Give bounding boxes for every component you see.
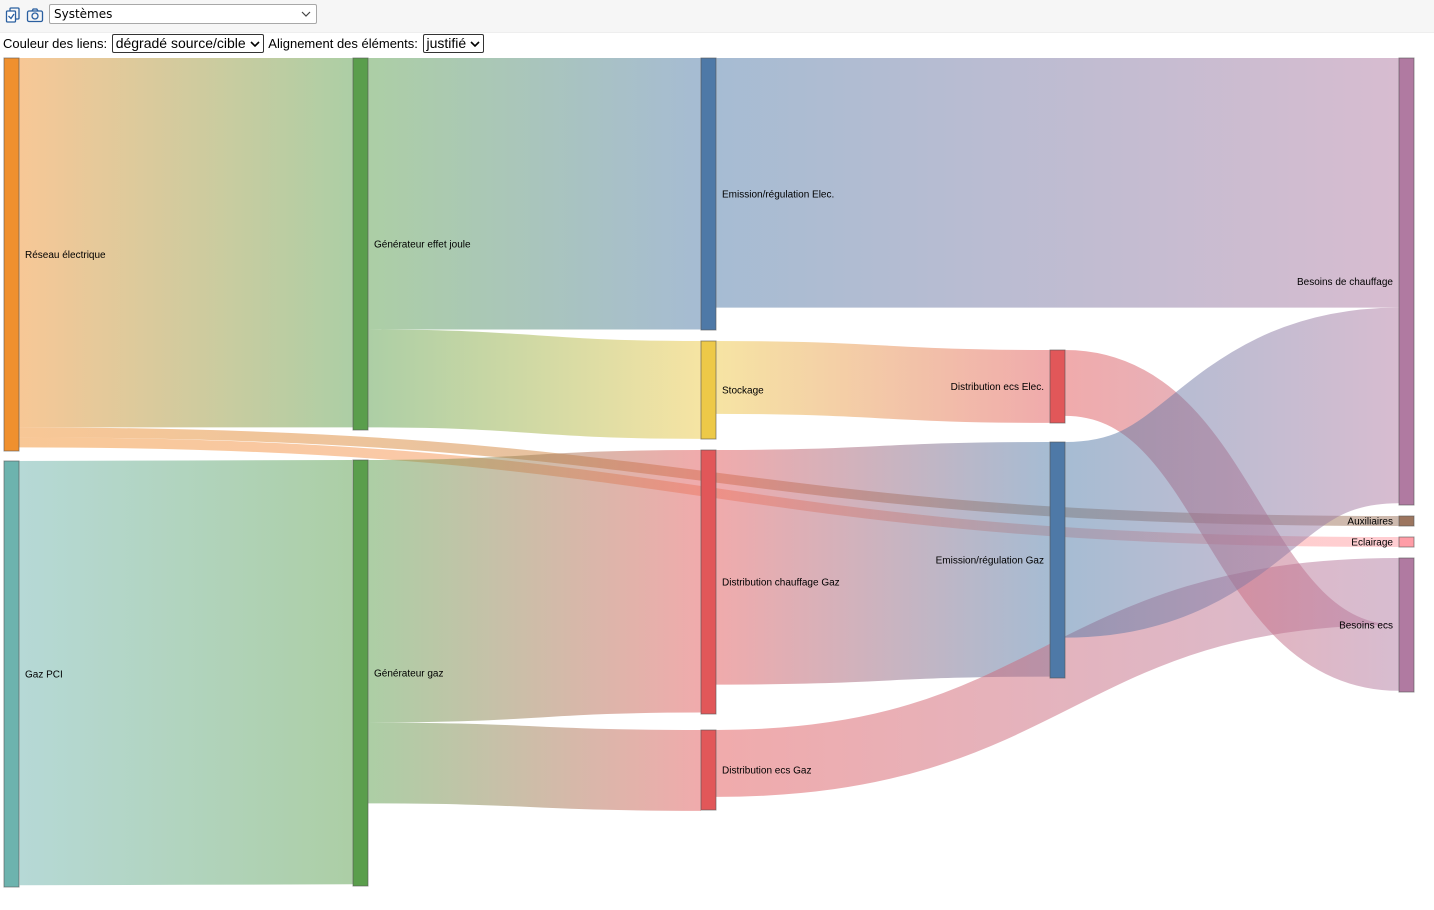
sankey-node-bar[interactable] — [700, 729, 717, 811]
link-color-label: Couleur des liens: — [3, 36, 108, 51]
alignment-value: justifié — [426, 35, 467, 51]
camera-icon[interactable] — [26, 6, 44, 24]
chevron-down-icon — [301, 11, 311, 17]
sankey-node-label: Emission/régulation Gaz — [936, 556, 1044, 567]
sankey-node-label: Eclairage — [1351, 538, 1393, 549]
sankey-node-bar[interactable] — [1398, 57, 1415, 506]
chevron-down-icon — [250, 41, 260, 48]
sankey-node-label: Réseau électrique — [25, 250, 106, 261]
sankey-node-label: Distribution ecs Gaz — [722, 766, 811, 777]
sankey-node-label: Auxiliaires — [1347, 517, 1393, 528]
link-color-select[interactable]: dégradé source/cible — [111, 34, 264, 53]
sankey-node-bar[interactable] — [1398, 557, 1415, 693]
toolbar: Systèmes — [0, 0, 1434, 33]
sankey-node-label: Gaz PCI — [25, 670, 63, 681]
sankey-node[interactable]: Besoins de chauffage — [1297, 57, 1415, 506]
sankey-link[interactable] — [715, 341, 1051, 423]
sankey-node[interactable]: Gaz PCI — [3, 460, 63, 888]
sankey-node-bar[interactable] — [352, 459, 369, 887]
sankey-node-bar[interactable] — [3, 460, 20, 888]
alignment-select[interactable]: justifié — [422, 34, 485, 53]
sankey-node[interactable]: Emission/régulation Gaz — [936, 441, 1066, 679]
sankey-node-label: Stockage — [722, 386, 764, 397]
copy-icon[interactable] — [4, 6, 22, 24]
sankey-node[interactable]: Réseau électrique — [3, 57, 106, 452]
view-select[interactable]: Systèmes — [49, 4, 317, 24]
sankey-link[interactable] — [715, 442, 1051, 685]
sankey-node-label: Générateur gaz — [374, 669, 444, 680]
chevron-down-icon — [470, 41, 480, 48]
sankey-node-label: Distribution chauffage Gaz — [722, 578, 840, 589]
sankey-link[interactable] — [18, 460, 354, 886]
sankey-node-bar[interactable] — [1049, 441, 1066, 679]
sankey-node[interactable]: Distribution ecs Elec. — [951, 349, 1066, 424]
sankey-node-bar[interactable] — [700, 449, 717, 715]
sankey-node-label: Distribution ecs Elec. — [951, 382, 1044, 393]
sankey-node[interactable]: Auxiliaires — [1347, 515, 1415, 528]
sankey-node-label: Besoins de chauffage — [1297, 277, 1393, 288]
sankey-node-bar[interactable] — [1049, 349, 1066, 424]
sankey-node-label: Besoins ecs — [1339, 621, 1393, 632]
sankey-node-bar[interactable] — [700, 340, 717, 440]
sankey-node[interactable]: Stockage — [700, 340, 764, 440]
sankey-node[interactable]: Générateur gaz — [352, 459, 444, 887]
sankey-node-bar[interactable] — [1398, 515, 1415, 527]
sankey-link[interactable] — [367, 449, 702, 723]
sankey-node[interactable]: Distribution ecs Gaz — [700, 729, 811, 811]
sankey-node[interactable]: Distribution chauffage Gaz — [700, 449, 840, 715]
link-color-value: dégradé source/cible — [115, 35, 246, 51]
sankey-link[interactable] — [367, 722, 702, 811]
alignment-label: Alignement des éléments: — [268, 36, 418, 51]
sankey-node[interactable]: Eclairage — [1351, 536, 1415, 549]
sankey-controls: Couleur des liens: dégradé source/cible … — [3, 34, 485, 54]
sankey-node-label: Générateur effet joule — [374, 240, 471, 251]
sankey-link[interactable] — [1061, 307, 1403, 638]
sankey-link[interactable] — [367, 329, 702, 439]
view-select-value: Systèmes — [54, 7, 113, 21]
sankey-node-label: Emission/régulation Elec. — [722, 190, 834, 201]
sankey-node[interactable]: Emission/régulation Elec. — [700, 57, 834, 331]
sankey-node[interactable]: Besoins ecs — [1339, 557, 1415, 693]
sankey-node-bar[interactable] — [700, 57, 717, 331]
links-layer — [18, 57, 1403, 886]
sankey-node-bar[interactable] — [3, 57, 20, 452]
sankey-node-bar[interactable] — [352, 57, 369, 431]
sankey-node-bar[interactable] — [1398, 536, 1415, 548]
sankey-node[interactable]: Générateur effet joule — [352, 57, 471, 431]
